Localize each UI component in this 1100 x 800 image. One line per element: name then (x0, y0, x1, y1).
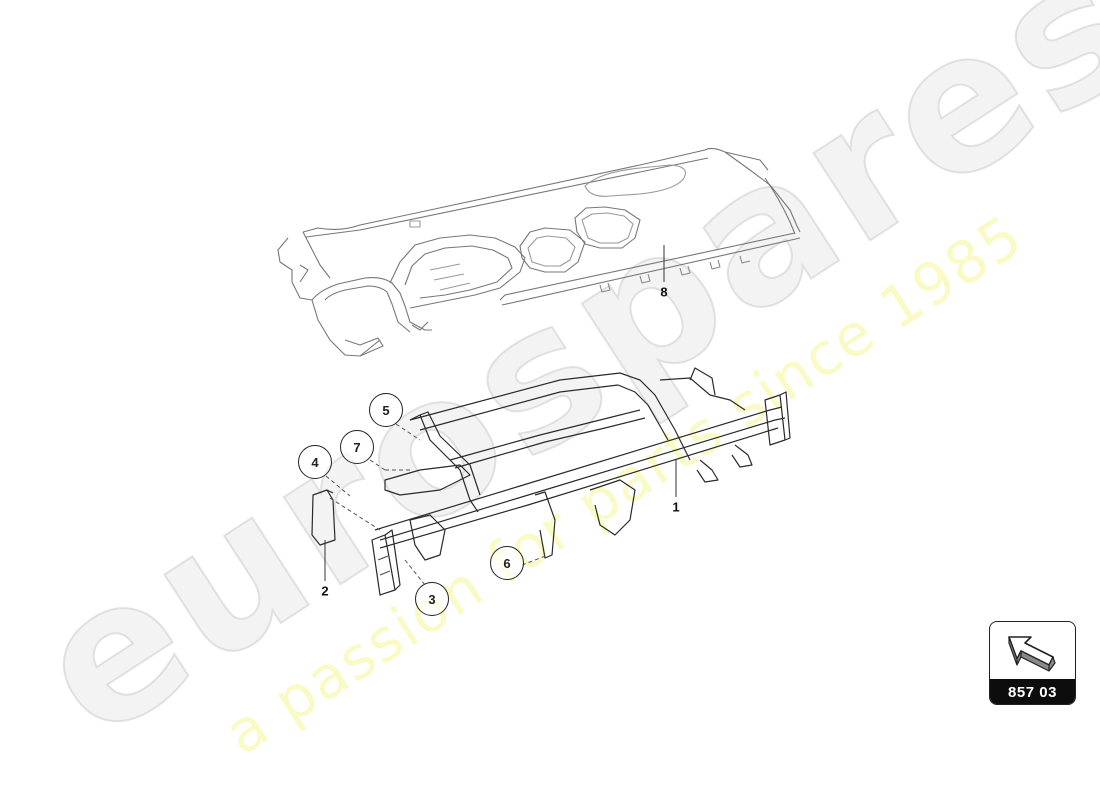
part-label-8[interactable]: 8 (660, 284, 668, 300)
cross-member-drawing (311, 367, 791, 596)
part-callout-5[interactable]: 5 (369, 393, 403, 427)
leader-lines (325, 423, 549, 586)
arrow-pointer-icon (990, 622, 1075, 679)
part-callout-7[interactable]: 7 (340, 430, 374, 464)
dashboard-panel-drawing (277, 147, 801, 357)
reference-code: 857 03 (990, 679, 1075, 704)
part-label-1[interactable]: 1 (672, 499, 680, 515)
part-callout-4[interactable]: 4 (298, 445, 332, 479)
part-label-2[interactable]: 2 (321, 583, 329, 599)
reference-badge: 857 03 (989, 621, 1076, 705)
plain-leaders (324, 245, 677, 581)
part-callout-6[interactable]: 6 (490, 546, 524, 580)
part-callout-3[interactable]: 3 (415, 582, 449, 616)
